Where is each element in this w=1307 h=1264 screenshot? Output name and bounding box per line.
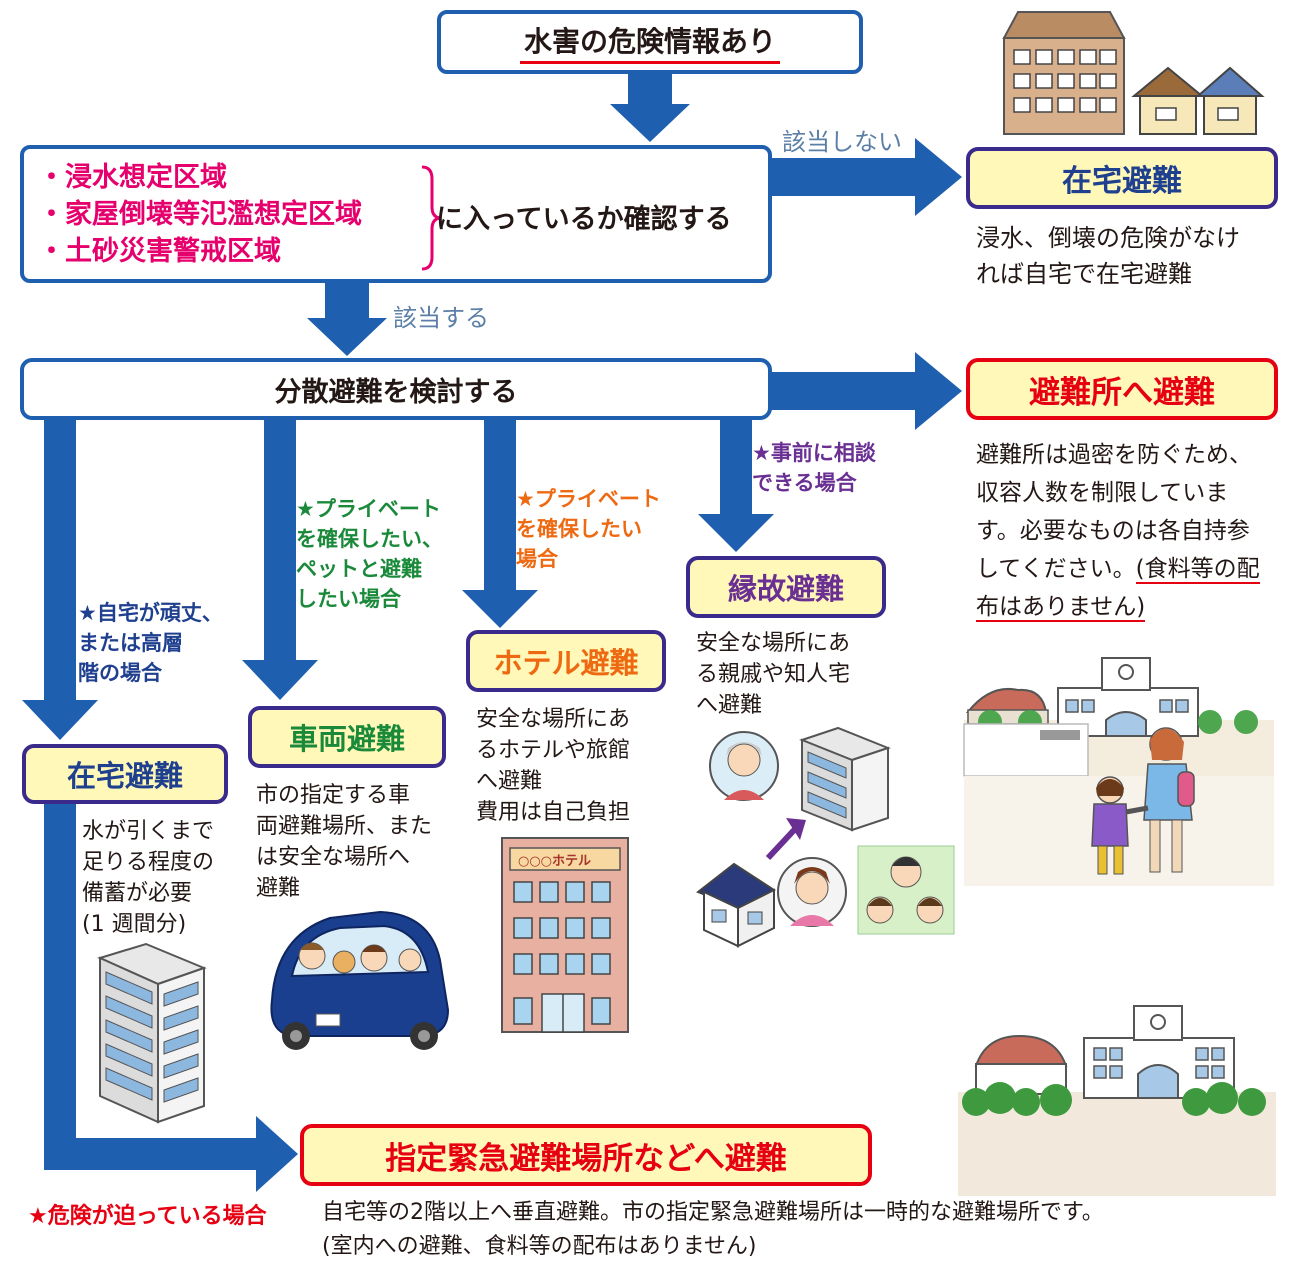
zone-item: ・土砂災害警戒区域 — [38, 236, 281, 267]
arrow-down-icon — [22, 418, 98, 740]
apartment-building-icon — [97, 942, 207, 1124]
zone-check-box: ・浸水想定区域 ・家屋倒壊等氾濫想定区域 ・土砂災害警戒区域 に入っているか確認… — [20, 145, 772, 283]
dispersed-evacuation-title: 分散避難を検討する — [274, 376, 518, 408]
home-branch-desc: 水が引くまで 足りる程度の 備蓄が必要 (1 週間分) — [82, 819, 215, 937]
car-branch-desc: 市の指定する車 両避難場所、また は安全な場所へ 避難 — [256, 783, 433, 901]
school-building-icon — [963, 657, 1274, 784]
arrow-up-right-icon — [765, 818, 806, 861]
hotel-sign: ○○○ホテル — [518, 854, 592, 869]
condition-hotel: ★プライベート を確保したい 場合 — [516, 487, 661, 571]
home-evacuation-title: 在宅避難 — [1062, 164, 1182, 199]
shelter-desc-main: 避難所は過密を防ぐため、 収容人数を制限していま す。必要なものは各自持参 して… — [976, 442, 1252, 582]
arrow-down-icon — [307, 282, 387, 356]
zone-list: ・浸水想定区域 ・家屋倒壊等氾濫想定区域 ・土砂災害警戒区域 — [38, 159, 362, 270]
school-building-icon — [958, 1005, 1276, 1196]
relatives-branch-box: 縁故避難 — [686, 556, 886, 618]
apartment-building-icon — [1002, 11, 1126, 135]
arrow-elbow-icon — [44, 802, 298, 1192]
home-branch-box: 在宅避難 — [22, 744, 228, 804]
dispersed-evacuation-box: 分散避難を検討する — [20, 358, 772, 420]
apartment-building-icon — [799, 726, 891, 832]
relatives-branch-title: 縁故避難 — [727, 572, 844, 606]
arrow-down-icon — [698, 418, 774, 552]
arrow-down-icon — [462, 418, 538, 628]
family-car-icon — [270, 910, 450, 1050]
emergency-desc-line: (室内への避難、食料等の配布はありません) — [322, 1234, 757, 1259]
car-branch-title: 車両避難 — [288, 722, 405, 756]
not-applicable-label: 該当しない — [782, 128, 902, 156]
shelter-desc-note: (食料等の配 — [1135, 556, 1260, 584]
shelter-evacuation-title: 避難所へ避難 — [1029, 374, 1215, 411]
arrow-right-icon — [770, 352, 962, 430]
home-evacuation-box: 在宅避難 — [966, 147, 1278, 209]
shelter-desc-note: 布はありません) — [976, 594, 1146, 622]
emergency-evacuation-box: 指定緊急避難場所などへ避難 — [300, 1124, 872, 1186]
car-branch-box: 車両避難 — [248, 706, 446, 768]
brace-icon — [421, 165, 441, 271]
arrow-down-icon — [610, 72, 690, 142]
arrow-down-icon — [242, 418, 318, 700]
emergency-desc: 自宅等の2階以上へ垂直避難。市の指定緊急避難場所は一時的な避難場所です。 (室内… — [322, 1196, 1104, 1264]
hotel-branch-desc: 安全な場所にあ るホテルや旅館 へ避難 費用は自己負担 — [476, 707, 631, 825]
hotel-branch-box: ホテル避難 — [466, 630, 666, 692]
zone-item: ・浸水想定区域 — [38, 162, 227, 193]
emergency-evacuation-title: 指定緊急避難場所などへ避難 — [385, 1140, 787, 1177]
hazard-info-box: 水害の危険情報あり — [437, 10, 863, 74]
home-branch-title: 在宅避難 — [66, 759, 183, 793]
people-faces-icon — [857, 845, 955, 935]
house-icon — [1195, 66, 1265, 135]
condition-relatives: ★事前に相談 できる場合 — [752, 441, 876, 495]
arrow-right-icon — [770, 138, 962, 216]
hotel-building-icon — [501, 837, 629, 1033]
shelter-desc: 避難所は過密を防ぐため、 収容人数を制限していま す。必要なものは各自持参 して… — [976, 436, 1286, 626]
hotel-branch-title: ホテル避難 — [493, 646, 639, 680]
zone-item: ・家屋倒壊等氾濫想定区域 — [38, 199, 362, 230]
applicable-label: 該当する — [393, 304, 489, 332]
hazard-info-title: 水害の危険情報あり — [519, 20, 780, 64]
relatives-branch-desc: 安全な場所にあ る親戚や知人宅 へ避難 — [696, 631, 851, 718]
shelter-evacuation-box: 避難所へ避難 — [966, 358, 1278, 420]
phone-call-icon — [709, 731, 779, 801]
house-icon — [1131, 66, 1205, 135]
condition-car: ★プライベート を確保したい、 ペットと避難 したい場合 — [296, 497, 443, 611]
emergency-desc-line: 自宅等の2階以上へ垂直避難。市の指定緊急避難場所は一時的な避難場所です。 — [322, 1200, 1104, 1225]
phone-call-icon — [777, 857, 847, 927]
home-evacuation-desc: 浸水、倒壊の危険がなけ れば自宅で在宅避難 — [976, 224, 1240, 288]
house-icon — [696, 862, 777, 948]
zone-check-text: に入っているか確認する — [436, 204, 732, 235]
emergency-condition: ★危険が迫っている場合 — [28, 1204, 267, 1229]
walking-people-icon — [964, 727, 1274, 886]
condition-home: ★自宅が頑丈、 または高層 階の場合 — [78, 601, 223, 685]
